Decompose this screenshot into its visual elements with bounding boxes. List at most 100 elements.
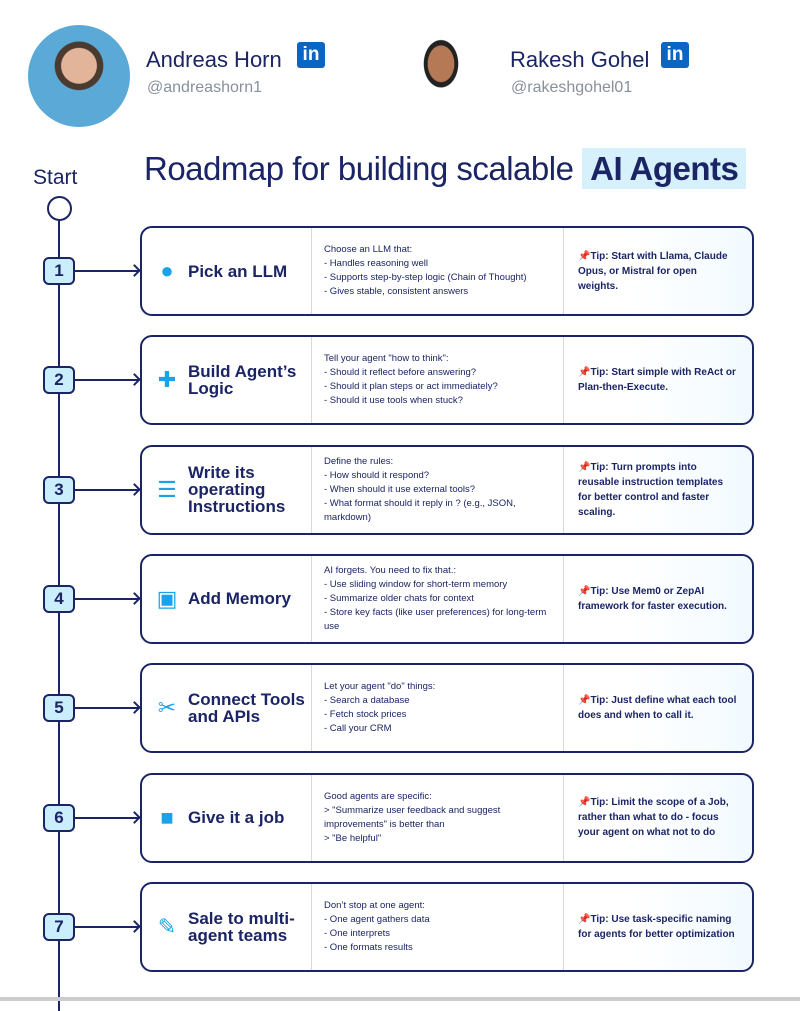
step-detail-line: - When should it use external tools? (324, 483, 476, 495)
roadmap-step: 6 ■ Give it a job Good agents are specifi… (0, 772, 800, 865)
step-detail-line: - Fetch stock prices (324, 709, 407, 721)
pin-icon: 📌 (578, 250, 591, 262)
step-title: Add Memory (188, 589, 291, 609)
start-circle (47, 196, 72, 221)
arrow-icon (75, 597, 139, 600)
step-detail-line: Let your agent "do" things: (324, 681, 436, 693)
step-detail-line: Don’t stop at one agent: (324, 899, 425, 911)
pin-icon: 📌 (578, 797, 591, 808)
step-detail-line: > "Be helpful" (324, 832, 382, 844)
step-title: Write its operating Instructions (188, 463, 286, 517)
step-detail-line: - One formats results (324, 941, 413, 953)
page-title: Roadmap for building scalable AI Agents (144, 148, 747, 189)
step-detail-line: - Should it plan steps or act immediatel… (324, 381, 498, 393)
step-card: ✎Sale to multi-agent teams Don’t stop at… (140, 881, 754, 972)
step-tip: Tip: Limit the scope of a Job, rather th… (578, 797, 729, 838)
author-name: Andreas Horn (146, 47, 282, 72)
step-number: 4 (43, 584, 75, 613)
step-card: ● Pick an LLM Choose an LLM that: - Handle… (140, 226, 754, 316)
step-details: Choose an LLM that: - Handles reasoning w… (312, 228, 564, 314)
step-detail-line: - Gives stable, consistent answers (324, 286, 469, 297)
step-tip: Tip: Use task-specific naming for agents… (578, 913, 735, 940)
step-number: 6 (43, 803, 75, 832)
step-tip: Tip: Turn prompts into reusable instruct… (578, 461, 724, 518)
roadmap-step: 3 ☰ Write its operating Instructions Defi… (0, 444, 800, 537)
arrow-icon (75, 270, 139, 272)
linkedin-icon[interactable]: in (297, 42, 325, 68)
step-detail-line: Choose an LLM that: (324, 244, 413, 255)
broom-icon: ✎ (157, 913, 177, 939)
step-card: ▣ Add Memory AI forgets. You need to fix … (140, 553, 754, 644)
step-detail-line: - One interprets (324, 927, 390, 939)
arrow-icon (75, 707, 139, 710)
chip-icon: ▣ (156, 585, 178, 611)
step-detail-line: > "Summarize user feedback and suggest i… (324, 804, 501, 830)
briefcase-icon: ■ (160, 804, 174, 830)
step-detail-line: - Handles reasoning well (324, 258, 429, 269)
step-number: 2 (43, 366, 75, 395)
puzzle-icon: ✚ (157, 367, 177, 393)
timeline-line (58, 221, 60, 1011)
step-details: Define the rules: - How should it respond… (312, 446, 564, 533)
sliders-icon: ☰ (157, 476, 177, 502)
step-details: AI forgets. You need to fix that.: - Use … (312, 555, 564, 642)
step-detail-line: Good agents are specific: (324, 790, 432, 802)
pin-icon: 📌 (578, 695, 591, 707)
step-title: Give it a job (188, 808, 285, 827)
step-title: Build Agent’s Logic (188, 362, 297, 399)
step-number: 5 (43, 694, 75, 723)
step-tip: Tip: Just define what each tool does and… (578, 695, 737, 722)
author-handle: @rakeshgohel01 (511, 79, 633, 96)
pin-icon: 📌 (578, 913, 591, 925)
roadmap-step: 2 ✚ Build Agent’s Logic Tell your agent "… (0, 335, 800, 427)
step-detail-line: - Should it reflect before answering? (324, 367, 477, 379)
step-tip: Tip: Use Mem0 or ZepAI framework for fas… (578, 585, 727, 612)
pin-icon: 📌 (578, 367, 591, 379)
step-number: 3 (43, 475, 75, 504)
step-detail-line: Tell your agent "how to think": (324, 353, 449, 365)
arrow-icon (75, 925, 139, 928)
tools-icon: ✂ (157, 695, 177, 721)
step-details: Don’t stop at one agent: - One agent gath… (312, 883, 564, 970)
step-details: Let your agent "do" things: - Search a da… (312, 665, 564, 752)
pin-icon: 📌 (578, 461, 591, 473)
avatar-rakesh (395, 25, 487, 127)
step-title: Pick an LLM (188, 261, 288, 281)
arrow-icon (75, 816, 139, 819)
title-highlight: AI Agents (582, 148, 747, 189)
step-detail-line: Define the rules: (324, 455, 394, 467)
title-main: Roadmap for building scalable (144, 150, 574, 187)
step-detail-line: - Search a database (324, 695, 410, 707)
step-details: Good agents are specific: > "Summarize us… (312, 774, 564, 861)
step-details: Tell your agent "how to think": - Should … (312, 337, 564, 424)
avatar-andreas (28, 25, 130, 127)
step-detail-line: - One agent gathers data (324, 913, 430, 925)
roadmap-step: 5 ✂ Connect Tools and APIs Let your agent… (0, 663, 800, 755)
step-detail-line: - Summarize older chats for context (324, 592, 474, 604)
roadmap-step: 4 ▣ Add Memory AI forgets. You need to fi… (0, 553, 800, 646)
step-detail-line: - Use sliding window for short-term memo… (324, 578, 508, 590)
step-card: ■ Give it a job Good agents are specific:… (140, 772, 754, 863)
step-tip: Tip: Start with Llama, Claude Opus, or M… (578, 250, 728, 292)
start-label: Start (33, 166, 78, 189)
step-detail-line: - Supports step-by-step logic (Chain of … (324, 272, 527, 283)
step-tip: Tip: Start simple with ReAct or Plan-the… (578, 367, 736, 394)
step-title: Connect Tools and APIs (188, 690, 305, 727)
arrow-icon (75, 379, 139, 382)
pin-icon: 📌 (578, 585, 591, 597)
bottom-border (0, 997, 800, 1001)
step-number: 7 (43, 912, 75, 941)
step-detail-line: - Store key facts (like user preferences… (324, 606, 547, 632)
step-detail-line: - Should it use tools when stuck? (324, 395, 463, 407)
step-card: ✂ Connect Tools and APIs Let your agent "… (140, 663, 754, 754)
arrow-icon (75, 488, 139, 491)
step-card: ☰ Write its operating Instructions Define… (140, 444, 754, 535)
step-detail-line: - How should it respond? (324, 469, 430, 481)
roadmap-step: 1 ● Pick an LLM Choose an LLM that: - Hand… (0, 226, 800, 318)
step-card: ✚ Build Agent’s Logic Tell your agent "ho… (140, 335, 754, 426)
step-number: 1 (43, 257, 75, 285)
brain-icon: ● (160, 258, 174, 283)
step-detail-line: - Call your CRM (324, 723, 392, 735)
step-detail-line: AI forgets. You need to fix that.: (324, 564, 457, 576)
linkedin-icon[interactable]: in (661, 42, 689, 68)
